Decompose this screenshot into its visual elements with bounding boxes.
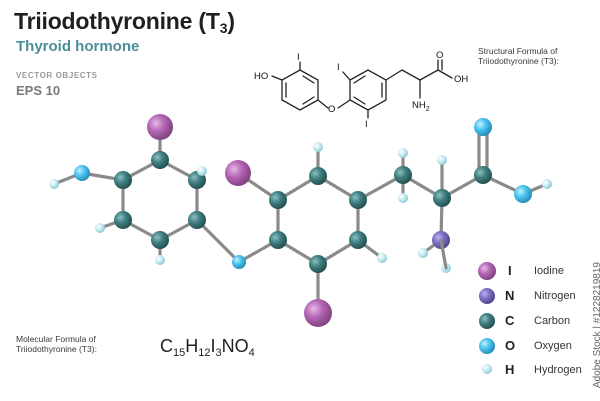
title-text: Triiodothyronine (T [14,8,220,34]
title-close: ) [227,8,235,34]
carbon-atom [114,211,132,229]
iodine-atom [225,160,251,186]
legend-name: Nitrogen [534,290,576,302]
legend-name: Hydrogen [534,364,582,376]
oxygen-atom [232,255,246,269]
hydrogen-atom [313,142,323,152]
hydrogen-atom [95,223,105,233]
legend-symbol: I [508,263,512,278]
carbon-atom [433,189,451,207]
stock-watermark: Adobe Stock | #1228219819 [592,262,600,389]
legend-name: Iodine [534,265,564,277]
hydrogen-atom [49,179,59,189]
hydrogen-atom [398,193,408,203]
oxygen-atom [74,165,90,181]
legend-name: Oxygen [534,340,572,352]
carbon-atom [151,231,169,249]
eps-label: EPS 10 [16,83,61,98]
carbon-atom [114,171,132,189]
carbon-atom [309,255,327,273]
legend-nitrogen-swatch [479,288,495,304]
legend-symbol: H [505,362,515,377]
molecular-formula: C15H12I3NO4 [160,336,255,359]
hydrogen-atom [398,148,408,158]
vector-objects-label: VECTOR OBJECTS [16,71,98,80]
carbon-atom [269,191,287,209]
iodine-atom [147,114,173,140]
molecular-label-line2: Triiodothyronine (T3): [16,344,97,354]
oxygen-atom [474,118,492,136]
molecular-formula-label: Molecular Formula of Triiodothyronine (T… [16,334,136,354]
carbon-atom [349,191,367,209]
skeletal-iodine-top-label: I [337,62,340,73]
hydrogen-atom [437,155,447,165]
carbon-atom [394,166,412,184]
structural-label-line1: Structural Formula of [478,46,558,56]
iodine-atom [304,299,332,327]
carbon-atom [474,166,492,184]
skeletal-nh2-label: NH2 [412,100,430,113]
title-subscript: 3 [219,20,228,36]
structural-label-line2: Triiodothyronine (T3): [478,56,559,66]
hydrogen-atom [197,166,207,176]
legend-hydrogen-swatch [482,364,492,374]
carbon-atom [188,211,206,229]
skeletal-oh-label: OH [454,74,468,85]
subtitle: Thyroid hormone [16,38,140,55]
hydrogen-atom [542,179,552,189]
carbon-atom [151,151,169,169]
skeletal-iodine-left-label: I [297,52,300,63]
hydrogen-atom [418,248,428,258]
hydrogen-atom [155,255,165,265]
legend-symbol: C [505,313,515,328]
structural-formula-label: Structural Formula of Triiodothyronine (… [478,46,598,66]
page-title: Triiodothyronine (T3) [14,8,235,36]
legend-symbol: O [505,338,516,353]
skeletal-ho-label: HO [254,71,268,82]
carbon-atom [309,167,327,185]
carbon-atom [269,231,287,249]
molecular-label-line1: Molecular Formula of [16,334,96,344]
skeletal-carbonyl-oxygen-label: O [436,50,443,61]
hydrogen-atom [377,253,387,263]
legend-symbol: N [505,288,515,303]
carbon-atom [349,231,367,249]
skeletal-iodine-bottom-label: I [365,119,368,130]
legend-carbon-swatch [479,313,495,329]
legend-name: Carbon [534,315,571,327]
skeletal-ether-oxygen-label: O [328,104,335,115]
oxygen-atom [514,185,532,203]
legend-iodine-swatch [478,262,496,280]
legend-oxygen-swatch [479,338,495,354]
